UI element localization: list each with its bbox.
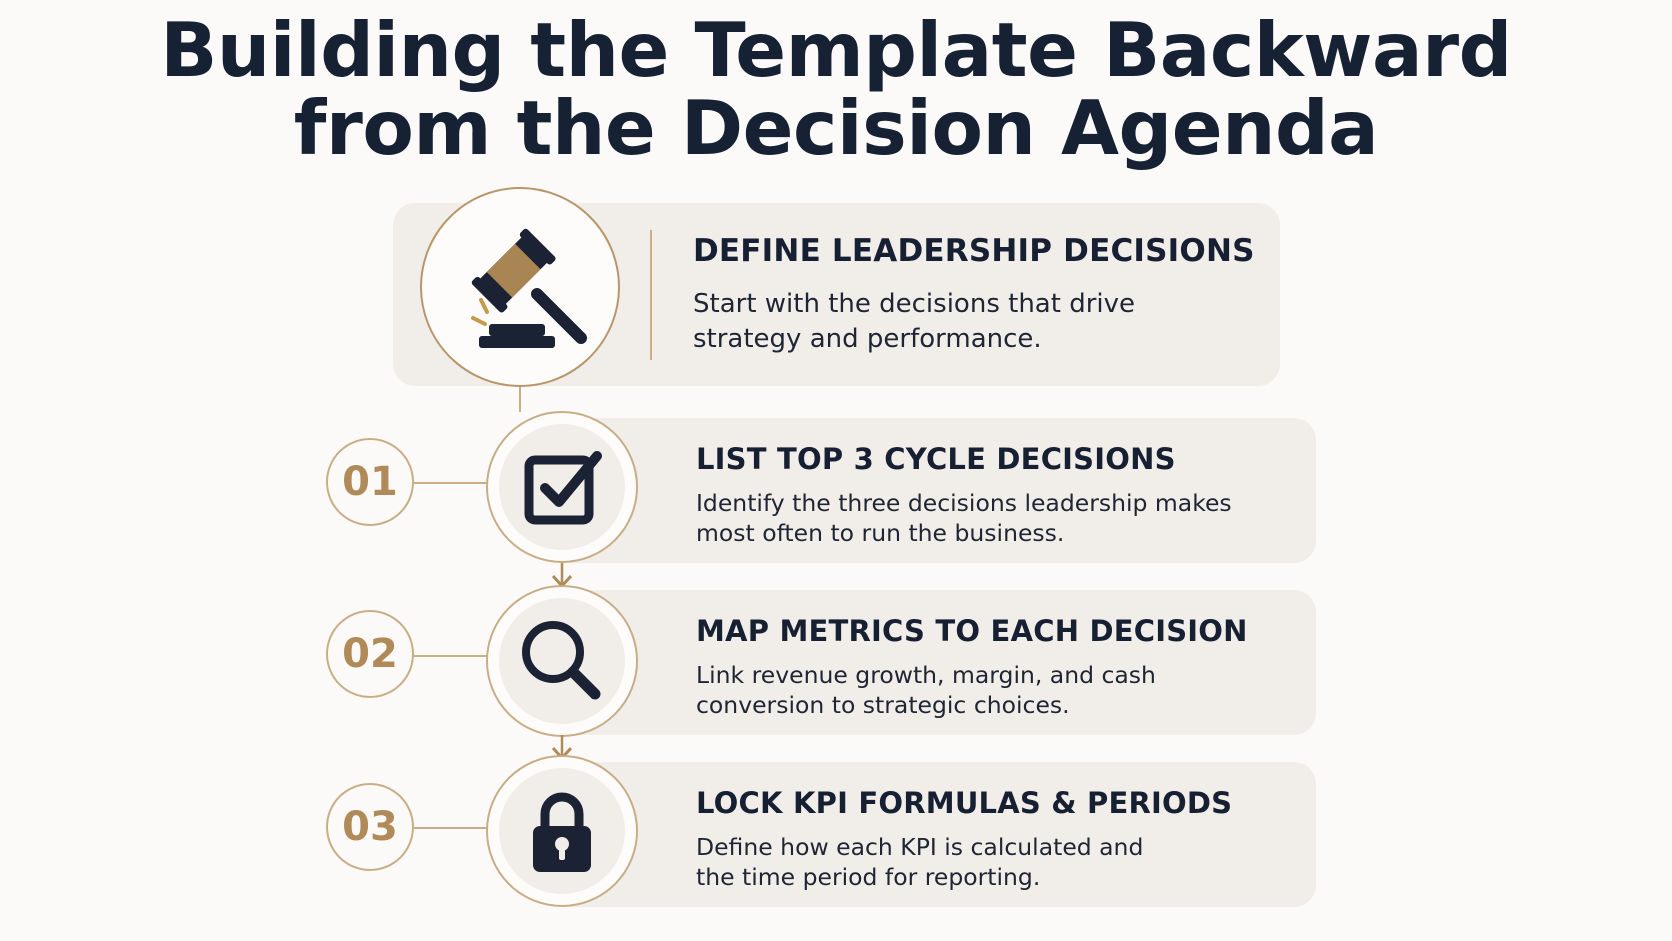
page-title-line-1: Building the Template Backward (160, 6, 1512, 94)
card-description-line: Start with the decisions that drive (693, 289, 1135, 319)
magnifier-icon-circle (486, 585, 638, 737)
step-number-badge: 03 (326, 783, 414, 871)
card-heading: MAP METRICS TO EACH DECISION (696, 614, 1248, 648)
card-description: Link revenue growth, margin, and cash co… (696, 660, 1156, 720)
step-card-list-decisions: LIST TOP 3 CYCLE DECISIONS Identify the … (540, 418, 1316, 563)
connector-line (414, 827, 488, 829)
card-description-line: Identify the three decisions leadership … (696, 489, 1232, 517)
gavel-icon (471, 228, 587, 348)
card-description-line: conversion to strategic choices. (696, 691, 1070, 719)
icon-circle-fill (499, 768, 625, 894)
page-title-line-2: from the Decision Agenda (293, 84, 1379, 172)
padlock-icon (533, 792, 591, 872)
step-number-badge: 02 (326, 610, 414, 698)
gavel-icon-circle (420, 187, 620, 387)
card-description-line: most often to run the business. (696, 519, 1065, 547)
connector-line (519, 387, 521, 412)
magnifier-icon (522, 621, 601, 700)
step-card-map-metrics: MAP METRICS TO EACH DECISION Link revenu… (540, 590, 1316, 735)
card-heading: DEFINE LEADERSHIP DECISIONS (693, 233, 1255, 269)
card-description: Start with the decisions that drive stra… (693, 287, 1135, 357)
step-number-badge: 01 (326, 438, 414, 526)
card-description: Identify the three decisions leadership … (696, 488, 1232, 548)
card-heading: LIST TOP 3 CYCLE DECISIONS (696, 442, 1176, 476)
card-divider (650, 230, 652, 360)
card-description-line: Link revenue growth, margin, and cash (696, 661, 1156, 689)
checkbox-check-icon (524, 451, 602, 525)
card-description: Define how each KPI is calculated and th… (696, 832, 1143, 892)
connector-line (414, 655, 488, 657)
icon-circle-fill (499, 424, 625, 550)
step-card-lock-kpis: LOCK KPI FORMULAS & PERIODS Define how e… (540, 762, 1316, 907)
card-description-line: Define how each KPI is calculated and (696, 833, 1144, 861)
padlock-icon-circle (486, 755, 638, 907)
card-description-line: strategy and performance. (693, 324, 1042, 354)
card-heading: LOCK KPI FORMULAS & PERIODS (696, 786, 1233, 820)
icon-circle-fill (499, 598, 625, 724)
checkbox-icon-circle (486, 411, 638, 563)
card-description-line: the time period for reporting. (696, 863, 1041, 891)
connector-line (414, 482, 488, 484)
